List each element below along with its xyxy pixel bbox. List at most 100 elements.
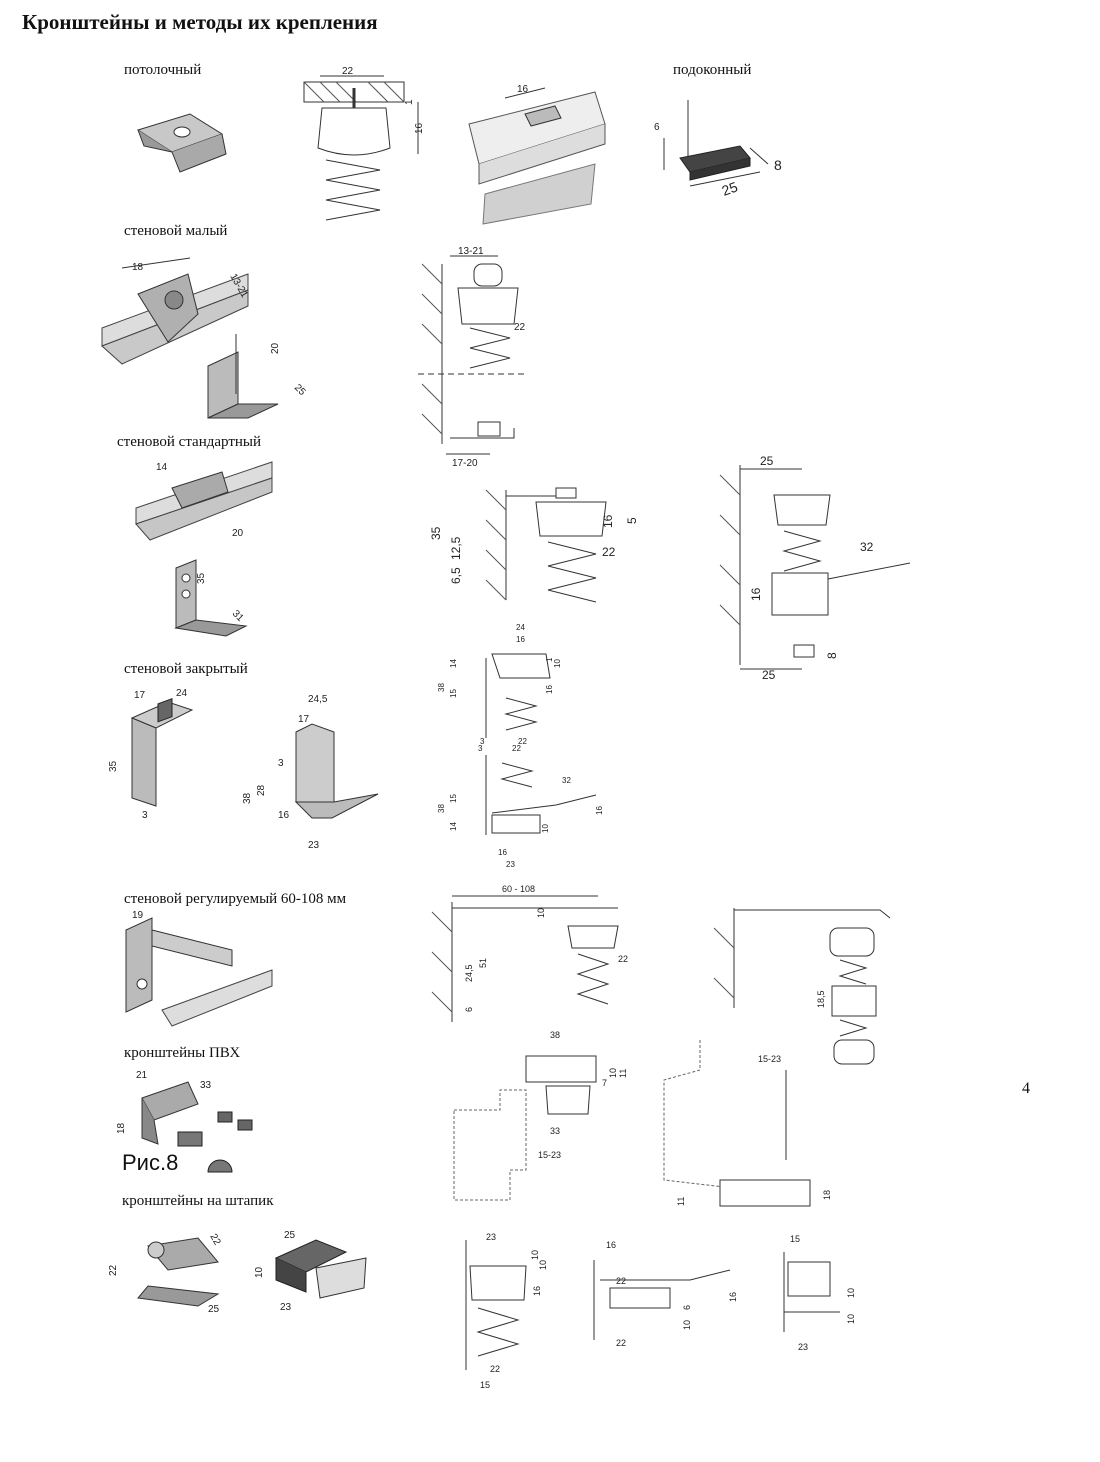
closed-drawing-2: 3 22 32 38 15 14 16 10 16 23 [436, 744, 616, 878]
dim-cl2-d: 38 [437, 804, 446, 813]
dim-bd2-c: 6 [682, 1305, 692, 1310]
dim-std-a: 35 [429, 526, 443, 540]
pvc-iso: 21 33 18 [116, 1068, 278, 1181]
dim-closed2-c: 3 [278, 758, 284, 769]
dim-cl2-b: 22 [512, 744, 521, 753]
dim-cl-a: 24 [516, 623, 525, 632]
dim-bead2-b: 10 [254, 1266, 265, 1278]
dim-std-iso-a: 14 [156, 462, 168, 473]
dim-bd-e: 22 [490, 1364, 500, 1374]
bead-drawing: 23 10 10 16 22 15 [446, 1230, 556, 1393]
dim-std2-d: 8 [825, 652, 839, 659]
dim-wall-small-d: 25 [292, 382, 308, 398]
dim-pvcd2-c: 18 [822, 1190, 832, 1200]
dim-cl-b: 16 [516, 635, 525, 644]
dim-closed-d: 3 [142, 810, 148, 821]
adj-iso: 19 [112, 910, 282, 1033]
dim-sill-height: 6 [654, 122, 660, 133]
dim-ceiling-gap: 1 [404, 99, 415, 105]
dim-bd3-a: 15 [790, 1234, 800, 1244]
label-wall-closed: стеновой закрытый [124, 661, 248, 677]
dim-closed-a: 17 [134, 690, 146, 701]
dim-ceiling-width: 22 [342, 66, 354, 77]
wall-small-drawing: 13-21 22 17-20 [418, 244, 538, 472]
dim-std-iso-b: 20 [232, 528, 244, 539]
dim-pvcd-a: 38 [550, 1030, 560, 1040]
figure-caption: Рис.8 [122, 1150, 179, 1175]
dim-cl2-a: 3 [478, 744, 483, 753]
dim-cl2-c: 32 [562, 776, 571, 785]
dim-bd2-b: 22 [616, 1276, 626, 1286]
dim-small-draw-b: 22 [514, 322, 526, 333]
dim-cl2-h: 10 [541, 824, 550, 833]
dim-pvcd-b: 11 [618, 1069, 628, 1078]
dim-closed2-e: 28 [256, 784, 267, 796]
closed-iso: 17 24 35 3 [108, 688, 218, 821]
label-wall-small: стеновой малый [124, 223, 228, 239]
dim-sill-length: 25 [720, 178, 740, 198]
dim-closed2-d: 38 [242, 792, 253, 804]
dim-clip-width: 16 [517, 84, 529, 95]
dim-bd-a: 23 [486, 1232, 496, 1242]
dim-adj-d: 24,5 [464, 964, 474, 982]
dim-cl-c: 14 [449, 659, 458, 668]
dim-std-b: 12,5 [449, 536, 463, 560]
dim-std-d: 16 [601, 514, 615, 528]
dim-std2-b: 32 [860, 540, 874, 554]
dim-cl2-j: 23 [506, 860, 515, 869]
wall-std-drawing: 35 12,5 6,5 16 5 22 [426, 480, 656, 623]
label-pvc: кронштейны ПВХ [124, 1045, 241, 1061]
dim-bd-b: 10 [530, 1250, 540, 1260]
dim-bd2-f: 22 [616, 1338, 626, 1348]
dim-std2-e: 25 [762, 668, 776, 682]
dim-pvc-c: 18 [116, 1122, 127, 1134]
dim-adj-e: 6 [464, 1007, 474, 1012]
wall-std-iso: 14 20 [132, 458, 282, 561]
dim-wall-small-a: 18 [132, 262, 144, 273]
dim-bd-c: 10 [538, 1260, 548, 1270]
ceiling-bracket-iso [130, 110, 230, 183]
wall-small-iso: 18 13-21 20 25 [98, 254, 338, 427]
dim-std-iso-c: 35 [196, 572, 207, 584]
ceiling-drawing: 22 1 16 [300, 66, 440, 231]
label-ceiling: потолочный [124, 62, 202, 78]
dim-adj-c: 51 [478, 958, 488, 968]
dim-std-f: 22 [602, 545, 616, 559]
wall-std-drawing-2: 25 32 16 8 25 [710, 454, 920, 688]
dim-bd2-e: 10 [682, 1320, 692, 1330]
dim-bd2-a: 16 [606, 1240, 616, 1250]
dim-pvcd2-b: 11 [676, 1197, 686, 1206]
dim-pvcd-d: 7 [602, 1078, 607, 1088]
dim-bead-b: 22 [207, 1232, 222, 1248]
wall-std-iso-bracket: 35 31 [166, 559, 266, 643]
dim-pvcd2-a: 15-23 [758, 1054, 781, 1064]
bead-iso: 22 22 25 [108, 1226, 258, 1329]
dim-pvcd-f: 15-23 [538, 1150, 561, 1160]
label-bead: кронштейны на штапик [122, 1193, 274, 1209]
dim-cl-e: 38 [437, 683, 446, 692]
dim-pvcd-e: 33 [550, 1126, 560, 1136]
dim-pvc-a: 21 [136, 1070, 148, 1081]
dim-closed2-a: 24,5 [308, 694, 328, 705]
pvc-drawing: 38 11 10 7 33 15-23 [450, 1030, 640, 1233]
label-wall-adjustable: стеновой регулируемый 60-108 мм [124, 891, 347, 907]
label-sill: подоконный [673, 62, 752, 78]
dim-cl-i: 3 [480, 737, 485, 746]
dim-cl2-g: 16 [595, 806, 604, 815]
dim-bd-f: 15 [480, 1380, 490, 1390]
dim-closed2-f: 16 [278, 810, 290, 821]
dim-cl-j: 22 [518, 737, 527, 746]
dim-std2-c: 16 [749, 587, 763, 601]
dim-cl-h: 16 [545, 685, 554, 694]
dim-adj-a: 60 - 108 [502, 884, 535, 894]
dim-adj-iso: 19 [132, 910, 144, 921]
dim-adj-b: 10 [536, 908, 546, 918]
dim-cl2-i: 16 [498, 848, 507, 857]
dim-closed2-b: 17 [298, 714, 310, 725]
dim-bd3-b: 10 [846, 1288, 856, 1298]
pvc-drawing-2: 15-23 11 18 [660, 1040, 850, 1223]
dim-bead-a: 22 [108, 1264, 119, 1276]
dim-bead-c: 25 [208, 1304, 220, 1315]
dim-cl2-e: 15 [449, 794, 458, 803]
dim-small-draw-c: 17-20 [452, 458, 478, 469]
